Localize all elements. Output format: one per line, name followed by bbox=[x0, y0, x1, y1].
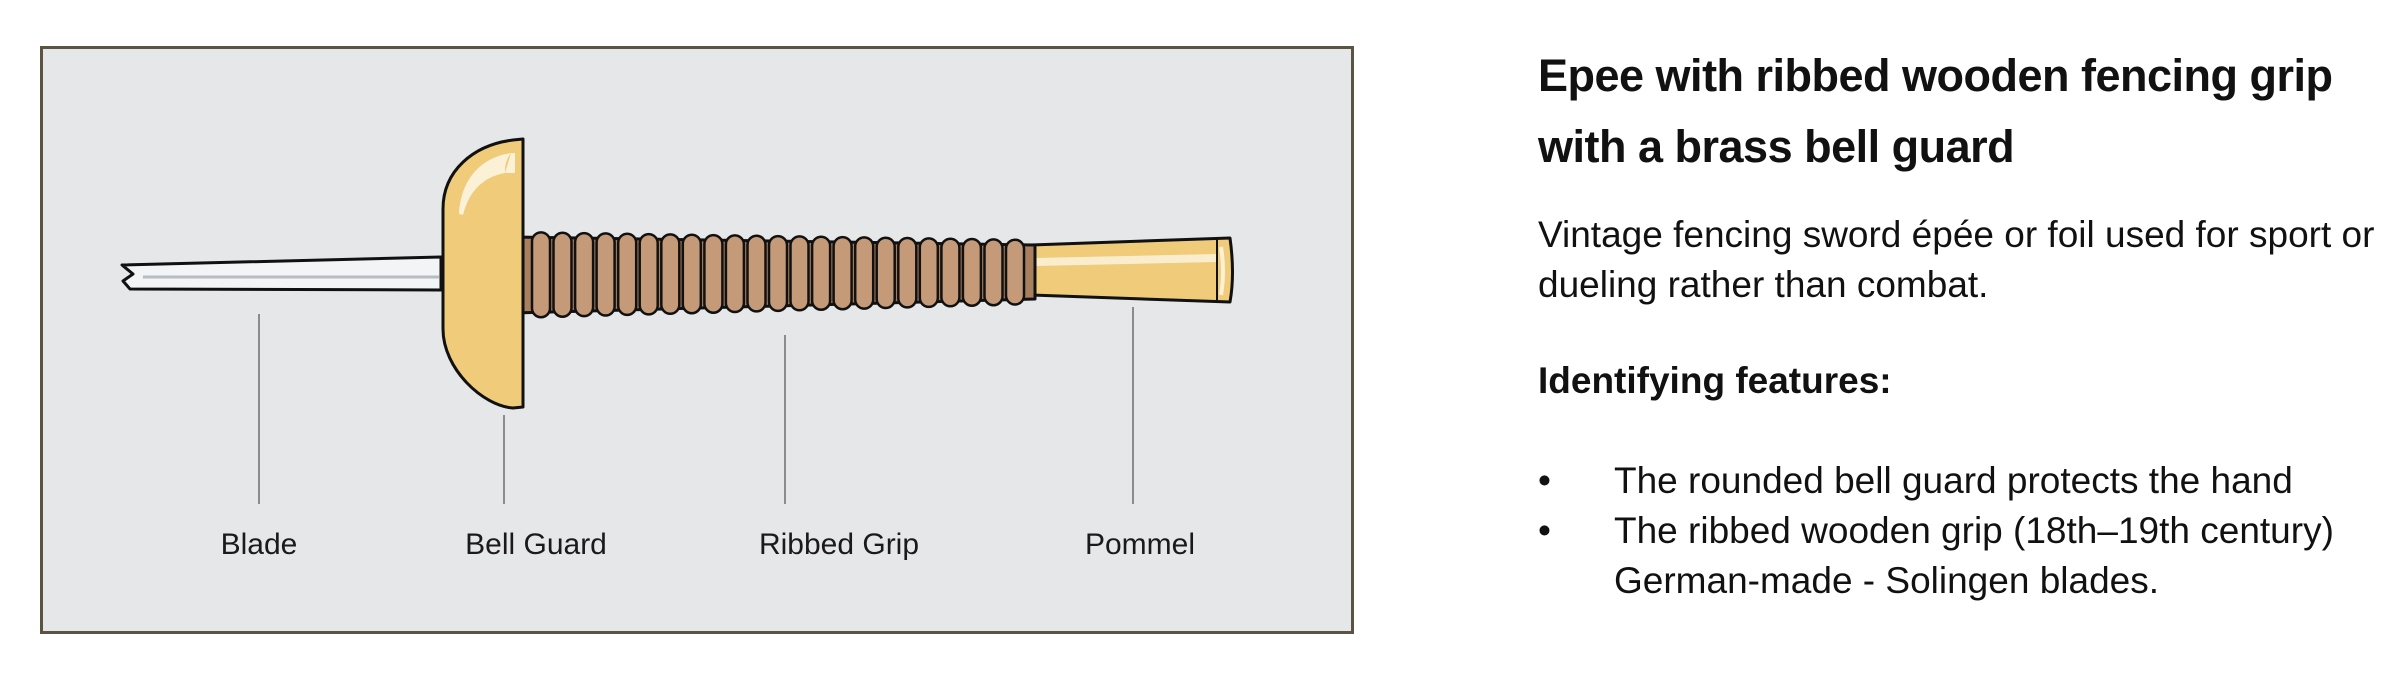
grip-rib bbox=[552, 231, 573, 318]
bullet-icon: • bbox=[1538, 510, 1551, 551]
item-description: Vintage fencing sword épée or foil used … bbox=[1538, 214, 2375, 305]
illustration-panel: Blade Bell Guard Ribbed Grip Pommel bbox=[40, 46, 1354, 634]
grip-rib bbox=[681, 233, 703, 315]
grip-rib bbox=[573, 231, 595, 318]
grip-rib bbox=[746, 234, 767, 313]
grip-rib bbox=[660, 233, 681, 316]
feature-item: • The ribbed wooden grip (18th–19th cent… bbox=[1538, 506, 2378, 606]
bell-guard bbox=[441, 137, 525, 410]
grip-rib bbox=[961, 237, 983, 307]
features-heading: Identifying features: bbox=[1538, 360, 1892, 401]
ribbed-grip bbox=[511, 231, 1037, 319]
grip-rib bbox=[789, 235, 810, 312]
bell-guard-label: Bell Guard bbox=[465, 528, 607, 561]
feature-item: • The rounded bell guard protects the ha… bbox=[1538, 456, 2378, 506]
grip-rib bbox=[853, 236, 875, 310]
feature-text: The ribbed wooden grip (18th–19th centur… bbox=[1614, 510, 2334, 601]
item-title: Epee with ribbed wooden fencing grip wit… bbox=[1538, 50, 2333, 172]
grip-rib bbox=[918, 237, 940, 309]
ribbed-grip-label: Ribbed Grip bbox=[759, 528, 919, 561]
grip-ribs bbox=[530, 231, 1026, 319]
blade bbox=[120, 255, 443, 292]
grip-rib bbox=[832, 235, 853, 311]
grip-rib bbox=[897, 236, 918, 309]
grip-rib bbox=[940, 237, 961, 308]
grip-rib bbox=[810, 235, 832, 311]
grip-rib bbox=[616, 232, 638, 317]
grip-rib bbox=[875, 236, 896, 310]
grip-rib bbox=[530, 231, 552, 319]
grip-rib bbox=[767, 234, 789, 313]
grip-rib bbox=[638, 232, 659, 316]
bullet-icon: • bbox=[1538, 460, 1551, 501]
grip-rib bbox=[983, 238, 1004, 307]
info-panel: Epee with ribbed wooden fencing grip wit… bbox=[1538, 40, 2378, 606]
grip-rib bbox=[703, 233, 724, 314]
grip-rib bbox=[1004, 238, 1026, 306]
epee-diagram: Blade Bell Guard Ribbed Grip Pommel bbox=[120, 137, 1234, 561]
blade-label: Blade bbox=[221, 528, 298, 561]
features-list: • The rounded bell guard protects the ha… bbox=[1538, 456, 2378, 606]
grip-rib bbox=[724, 234, 746, 314]
grip-rib bbox=[595, 232, 616, 317]
pommel bbox=[1029, 236, 1234, 304]
feature-text: The rounded bell guard protects the hand bbox=[1614, 460, 2293, 501]
pommel-label: Pommel bbox=[1085, 528, 1195, 561]
